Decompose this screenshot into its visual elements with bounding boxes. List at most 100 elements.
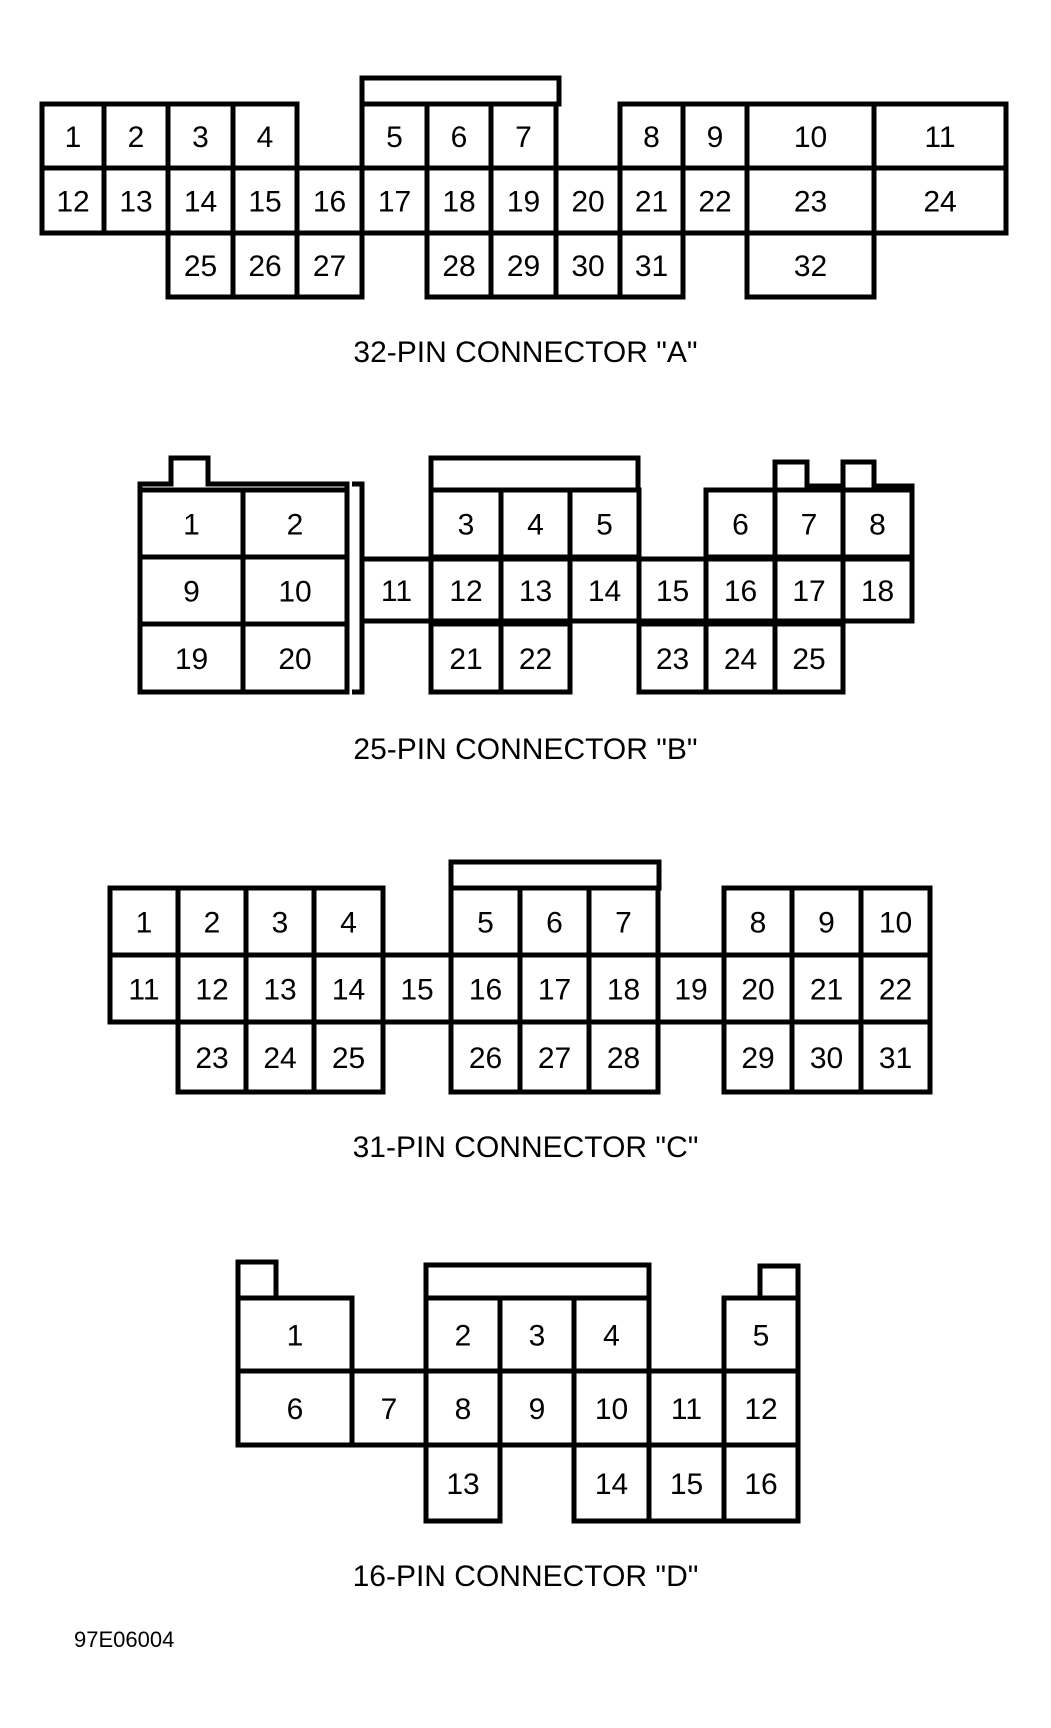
connector-c-pin-cell — [721, 1019, 795, 1095]
connector-b-pin-label: 2 — [287, 509, 304, 542]
connector-a-pin-label: 19 — [507, 186, 540, 219]
connector-c-pin-cell — [448, 885, 523, 958]
connector-b-pin-label: 25 — [792, 643, 825, 676]
connector-d-pin-label: 1 — [287, 1320, 304, 1353]
connector-a-pin-label: 21 — [635, 186, 668, 219]
figure-code: 97E06004 — [74, 1627, 175, 1652]
connector-b-pin-label: 5 — [596, 509, 613, 542]
connector-c-pin-cell — [721, 952, 795, 1025]
connector-d-pin-cell — [497, 1368, 577, 1448]
connector-b-pin-cell — [240, 487, 350, 560]
connector-d-title: 16-PIN CONNECTOR "D" — [352, 1560, 699, 1593]
connector-b-key-3 — [840, 459, 915, 490]
connector-c-pin-cell — [311, 1019, 386, 1095]
connector-c-pin-label: 8 — [750, 907, 767, 940]
connector-c-pin-label: 11 — [128, 974, 159, 1007]
connector-c-pin-cell — [107, 952, 181, 1025]
connector-a-pin-label: 23 — [794, 186, 827, 219]
connector-a-pin-label: 30 — [571, 250, 604, 283]
connector-b-pin-label: 12 — [449, 575, 482, 608]
connector-a-pin-cell — [294, 230, 365, 300]
connector-d-key-1 — [235, 1259, 279, 1298]
connector-b-pin-label: 15 — [656, 575, 689, 608]
connector-b-pin-label: 11 — [381, 575, 412, 608]
connector-a-pin-label: 8 — [643, 121, 660, 154]
connector-c-pin-label: 21 — [810, 974, 843, 1007]
connector-c-pin-label: 14 — [332, 974, 365, 1007]
connector-a-pin-label: 3 — [192, 121, 209, 154]
connector-a-pin-label: 28 — [442, 250, 475, 283]
connector-c-pin-label: 31 — [879, 1042, 912, 1075]
connector-c-title: 31-PIN CONNECTOR "C" — [352, 1131, 699, 1164]
connector-b-pin-label: 8 — [869, 509, 886, 542]
connector-b-pin-cell — [240, 621, 350, 695]
connector-b-pin-label: 13 — [519, 575, 552, 608]
connector-b-pin-label: 10 — [278, 576, 311, 609]
connector-c-pin-label: 25 — [332, 1042, 365, 1075]
connector-b-pin-cell — [498, 621, 573, 695]
connector-a-pin-label: 32 — [794, 250, 827, 283]
connector-b-pin-label: 18 — [861, 575, 894, 608]
connector-c-latch — [448, 859, 662, 891]
connector-b-pin-label: 14 — [588, 575, 621, 608]
connector-a-pin-label: 13 — [119, 186, 152, 219]
connector-c-pin-label: 26 — [469, 1042, 502, 1075]
connector-c-pin-label: 16 — [469, 974, 502, 1007]
connector-a-pin-label: 31 — [635, 250, 668, 283]
connector-d-pin-label: 10 — [595, 1393, 628, 1426]
connector-c-pin-label: 23 — [195, 1042, 228, 1075]
connector-d-pin-label: 12 — [744, 1393, 777, 1426]
connector-d-pin-label: 11 — [671, 1393, 702, 1426]
connector-a-pin-label: 2 — [128, 121, 145, 154]
connector-a-pin-cell — [424, 230, 494, 300]
connector-c-pin-label: 18 — [607, 974, 640, 1007]
connector-d-pin-label: 13 — [446, 1468, 479, 1501]
connector-b-pin-cell — [428, 621, 504, 695]
connector-a-pin-label: 4 — [257, 121, 274, 154]
connector-d-pin-label: 2 — [455, 1320, 472, 1353]
connector-b-pin-label: 21 — [449, 643, 482, 676]
connector-a-pin-label: 24 — [923, 186, 956, 219]
connector-b-pin-label: 9 — [183, 576, 200, 609]
connector-d-pin-label: 16 — [744, 1468, 777, 1501]
connector-a-pin-label: 17 — [378, 186, 411, 219]
connector-c-pin-label: 5 — [477, 907, 494, 940]
connector-c-pin-label: 22 — [879, 974, 912, 1007]
connector-a-pin-cell — [617, 230, 686, 300]
connector-c-pin-label: 20 — [741, 974, 774, 1007]
connector-a-pin-label: 9 — [707, 121, 724, 154]
connector-a-pin-label: 11 — [924, 121, 955, 154]
connector-c-pin-label: 2 — [204, 907, 221, 940]
connector-d-key-2 — [757, 1263, 801, 1298]
connector-a-pin-label: 22 — [698, 186, 731, 219]
connector-b-title: 25-PIN CONNECTOR "B" — [353, 733, 698, 766]
connector-c-pin-label: 7 — [615, 907, 632, 940]
connector-a-pin-label: 1 — [65, 121, 82, 154]
connector-d-pin-cell — [571, 1442, 652, 1524]
connector-b-pin-cell — [498, 487, 573, 560]
connector-b-pin-label: 3 — [458, 509, 475, 542]
connector-c-pin-label: 1 — [136, 907, 153, 940]
connector-c-pin-cell — [175, 1019, 249, 1095]
connector-b-pin-label: 22 — [519, 643, 552, 676]
connector-d-pin-cell — [235, 1368, 355, 1448]
connector-a-pin-label: 26 — [248, 250, 281, 283]
connector-c-pin-cell — [789, 885, 864, 958]
connector-d-pin-cell — [646, 1442, 727, 1524]
connector-a-pin-label: 16 — [313, 186, 346, 219]
connector-c-pin-label: 15 — [400, 974, 433, 1007]
connector-c-pin-label: 3 — [272, 907, 289, 940]
connector-a-pin-label: 20 — [571, 186, 604, 219]
connector-a-pin-label: 14 — [184, 186, 217, 219]
connector-c-pin-label: 9 — [818, 907, 835, 940]
connector-a-pin-label: 25 — [184, 250, 217, 283]
connector-a-pin-cell — [617, 101, 686, 171]
connector-d-pin-label: 3 — [529, 1320, 546, 1353]
connector-a-pin-label: 29 — [507, 250, 540, 283]
connector-b-key-1 — [137, 455, 350, 490]
connector-d-pin-label: 7 — [381, 1393, 398, 1426]
connector-b-pin-label: 1 — [183, 509, 200, 542]
connector-d-pin-cell — [349, 1368, 429, 1448]
